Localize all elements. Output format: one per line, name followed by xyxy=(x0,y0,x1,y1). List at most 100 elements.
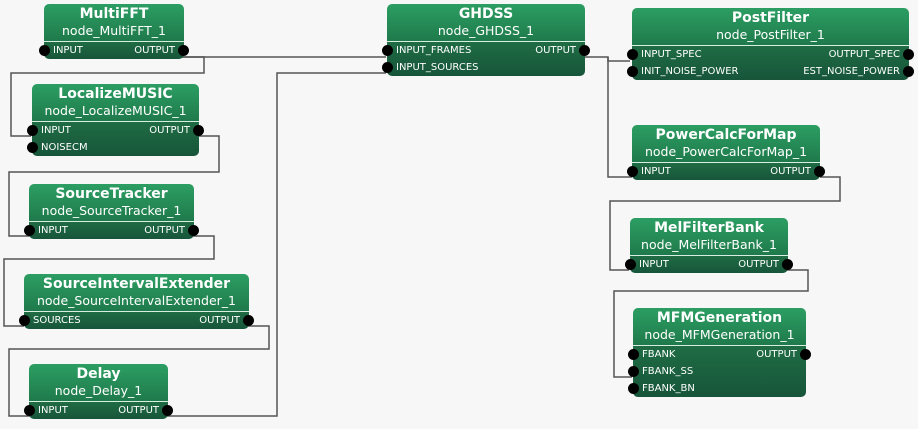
node-type: MFMGeneration xyxy=(656,310,783,326)
wire-ghdss-postfilter[interactable] xyxy=(585,56,630,62)
node-instance-name: node_GHDSS_1 xyxy=(437,23,535,38)
input-port-label: FBANK xyxy=(642,349,676,360)
port-row: INPUT OUTPUT xyxy=(39,42,189,59)
node-instance-name: node_MultiFFT_1 xyxy=(62,23,166,38)
node-header[interactable]: MelFilterBank node_MelFilterBank_1 xyxy=(630,218,788,256)
input-port-label: INPUT xyxy=(53,45,83,56)
input-port-dot[interactable] xyxy=(628,349,639,360)
port-row: INIT_NOISE_POWER EST_NOISE_POWER xyxy=(627,63,914,80)
node-multifft[interactable]: MultiFFT node_MultiFFT_1 INPUT OUTPUT xyxy=(39,4,189,59)
output-port-dot[interactable] xyxy=(903,49,914,60)
node-ghdss[interactable]: GHDSS node_GHDSS_1 INPUT_FRAMES OUTPUT I… xyxy=(382,4,590,76)
node-powercalcformap[interactable]: PowerCalcForMap node_PowerCalcForMap_1 I… xyxy=(627,125,825,180)
node-melfilterbank[interactable]: MelFilterBank node_MelFilterBank_1 INPUT… xyxy=(625,218,793,273)
port-area: INPUT_SPEC OUTPUT_SPEC INIT_NOISE_POWER … xyxy=(627,46,914,80)
output-port-dot[interactable] xyxy=(814,166,825,177)
node-type: SourceIntervalExtender xyxy=(42,276,231,292)
node-postfilter[interactable]: PostFilter node_PostFilter_1 INPUT_SPEC … xyxy=(627,8,914,80)
port-row: INPUT_FRAMES OUTPUT xyxy=(382,42,590,59)
node-header[interactable]: GHDSS node_GHDSS_1 xyxy=(387,4,585,42)
input-port-dot[interactable] xyxy=(628,383,639,394)
port-area: INPUT OUTPUT xyxy=(24,222,199,239)
output-port-dot[interactable] xyxy=(188,225,199,236)
output-port-label: OUTPUT xyxy=(756,349,797,360)
input-port-dot[interactable] xyxy=(382,45,393,56)
input-port-label: INPUT_SOURCES xyxy=(396,62,479,73)
node-type: PowerCalcForMap xyxy=(655,127,797,143)
input-port-dot[interactable] xyxy=(627,166,638,177)
input-port-dot[interactable] xyxy=(625,259,636,270)
output-port-dot[interactable] xyxy=(800,349,811,360)
input-port-dot[interactable] xyxy=(27,125,38,136)
input-port-label: INPUT xyxy=(639,259,669,270)
port-area: FBANK OUTPUT FBANK_SS FBANK_BN xyxy=(628,346,811,397)
node-type: SourceTracker xyxy=(55,186,168,202)
node-header[interactable]: MultiFFT node_MultiFFT_1 xyxy=(44,4,184,42)
input-port-label: INPUT xyxy=(38,405,68,416)
input-port-dot[interactable] xyxy=(628,366,639,377)
input-port-label: FBANK_BN xyxy=(642,383,695,394)
input-port-dot[interactable] xyxy=(19,315,30,326)
output-port-dot[interactable] xyxy=(243,315,254,326)
node-header[interactable]: SourceIntervalExtender node_SourceInterv… xyxy=(24,274,249,312)
output-port-dot[interactable] xyxy=(193,125,204,136)
output-port-label: OUTPUT_SPEC xyxy=(828,49,900,60)
node-type: MelFilterBank xyxy=(654,220,764,236)
node-type: PostFilter xyxy=(731,10,810,26)
node-instance-name: node_MFMGeneration_1 xyxy=(644,327,795,342)
node-instance-name: node_MelFilterBank_1 xyxy=(641,237,777,252)
node-mfmgeneration[interactable]: MFMGeneration node_MFMGeneration_1 FBANK… xyxy=(628,308,811,397)
port-row: FBANK_SS xyxy=(628,363,806,380)
input-port-dot[interactable] xyxy=(382,62,393,73)
node-header[interactable]: Delay node_Delay_1 xyxy=(29,364,168,402)
port-area: INPUT OUTPUT NOISECM xyxy=(27,122,204,156)
node-delay[interactable]: Delay node_Delay_1 INPUT OUTPUT xyxy=(24,364,173,419)
port-area: SOURCES OUTPUT xyxy=(19,312,254,329)
port-area: INPUT_FRAMES OUTPUT INPUT_SOURCES xyxy=(382,42,590,76)
input-port-label: NOISECM xyxy=(41,142,88,153)
input-port-label: SOURCES xyxy=(33,315,81,326)
node-header[interactable]: SourceTracker node_SourceTracker_1 xyxy=(29,184,194,222)
node-instance-name: node_SourceTracker_1 xyxy=(41,203,182,218)
node-sourcetracker[interactable]: SourceTracker node_SourceTracker_1 INPUT… xyxy=(24,184,199,239)
port-area: INPUT OUTPUT xyxy=(627,163,825,180)
port-row: INPUT OUTPUT xyxy=(24,402,173,419)
input-port-label: INPUT xyxy=(41,125,71,136)
output-port-label: OUTPUT xyxy=(770,166,811,177)
node-sourceintervalextender[interactable]: SourceIntervalExtender node_SourceInterv… xyxy=(19,274,254,329)
port-row: INPUT OUTPUT xyxy=(627,163,825,180)
node-instance-name: node_Delay_1 xyxy=(54,383,143,398)
node-localizemusic[interactable]: LocalizeMUSIC node_LocalizeMUSIC_1 INPUT… xyxy=(27,84,204,156)
port-row: INPUT_SPEC OUTPUT_SPEC xyxy=(627,46,914,63)
output-port-dot[interactable] xyxy=(579,45,590,56)
port-row: INPUT OUTPUT xyxy=(24,222,199,239)
port-row: FBANK_BN xyxy=(628,380,806,397)
input-port-dot[interactable] xyxy=(24,405,35,416)
input-port-label: INIT_NOISE_POWER xyxy=(641,66,739,77)
port-row: SOURCES OUTPUT xyxy=(19,312,254,329)
node-header[interactable]: LocalizeMUSIC node_LocalizeMUSIC_1 xyxy=(32,84,199,122)
output-port-dot[interactable] xyxy=(903,66,914,77)
node-instance-name: node_SourceIntervalExtender_1 xyxy=(36,293,237,308)
node-instance-name: node_LocalizeMUSIC_1 xyxy=(44,103,187,118)
output-port-label: OUTPUT xyxy=(149,125,190,136)
node-type: GHDSS xyxy=(458,6,514,22)
node-type: Delay xyxy=(76,366,121,382)
port-row: NOISECM xyxy=(27,139,199,156)
input-port-dot[interactable] xyxy=(24,225,35,236)
output-port-label: OUTPUT xyxy=(738,259,779,270)
input-port-dot[interactable] xyxy=(627,49,638,60)
node-header[interactable]: PostFilter node_PostFilter_1 xyxy=(632,8,909,46)
input-port-dot[interactable] xyxy=(627,66,638,77)
output-port-dot[interactable] xyxy=(162,405,173,416)
input-port-label: INPUT_FRAMES xyxy=(396,45,472,56)
port-area: INPUT OUTPUT xyxy=(39,42,189,59)
node-header[interactable]: MFMGeneration node_MFMGeneration_1 xyxy=(633,308,806,346)
output-port-dot[interactable] xyxy=(782,259,793,270)
input-port-dot[interactable] xyxy=(27,142,38,153)
output-port-dot[interactable] xyxy=(178,45,189,56)
port-row: INPUT_SOURCES xyxy=(382,59,585,76)
input-port-label: FBANK_SS xyxy=(642,366,694,377)
input-port-dot[interactable] xyxy=(39,45,50,56)
node-header[interactable]: PowerCalcForMap node_PowerCalcForMap_1 xyxy=(632,125,820,163)
